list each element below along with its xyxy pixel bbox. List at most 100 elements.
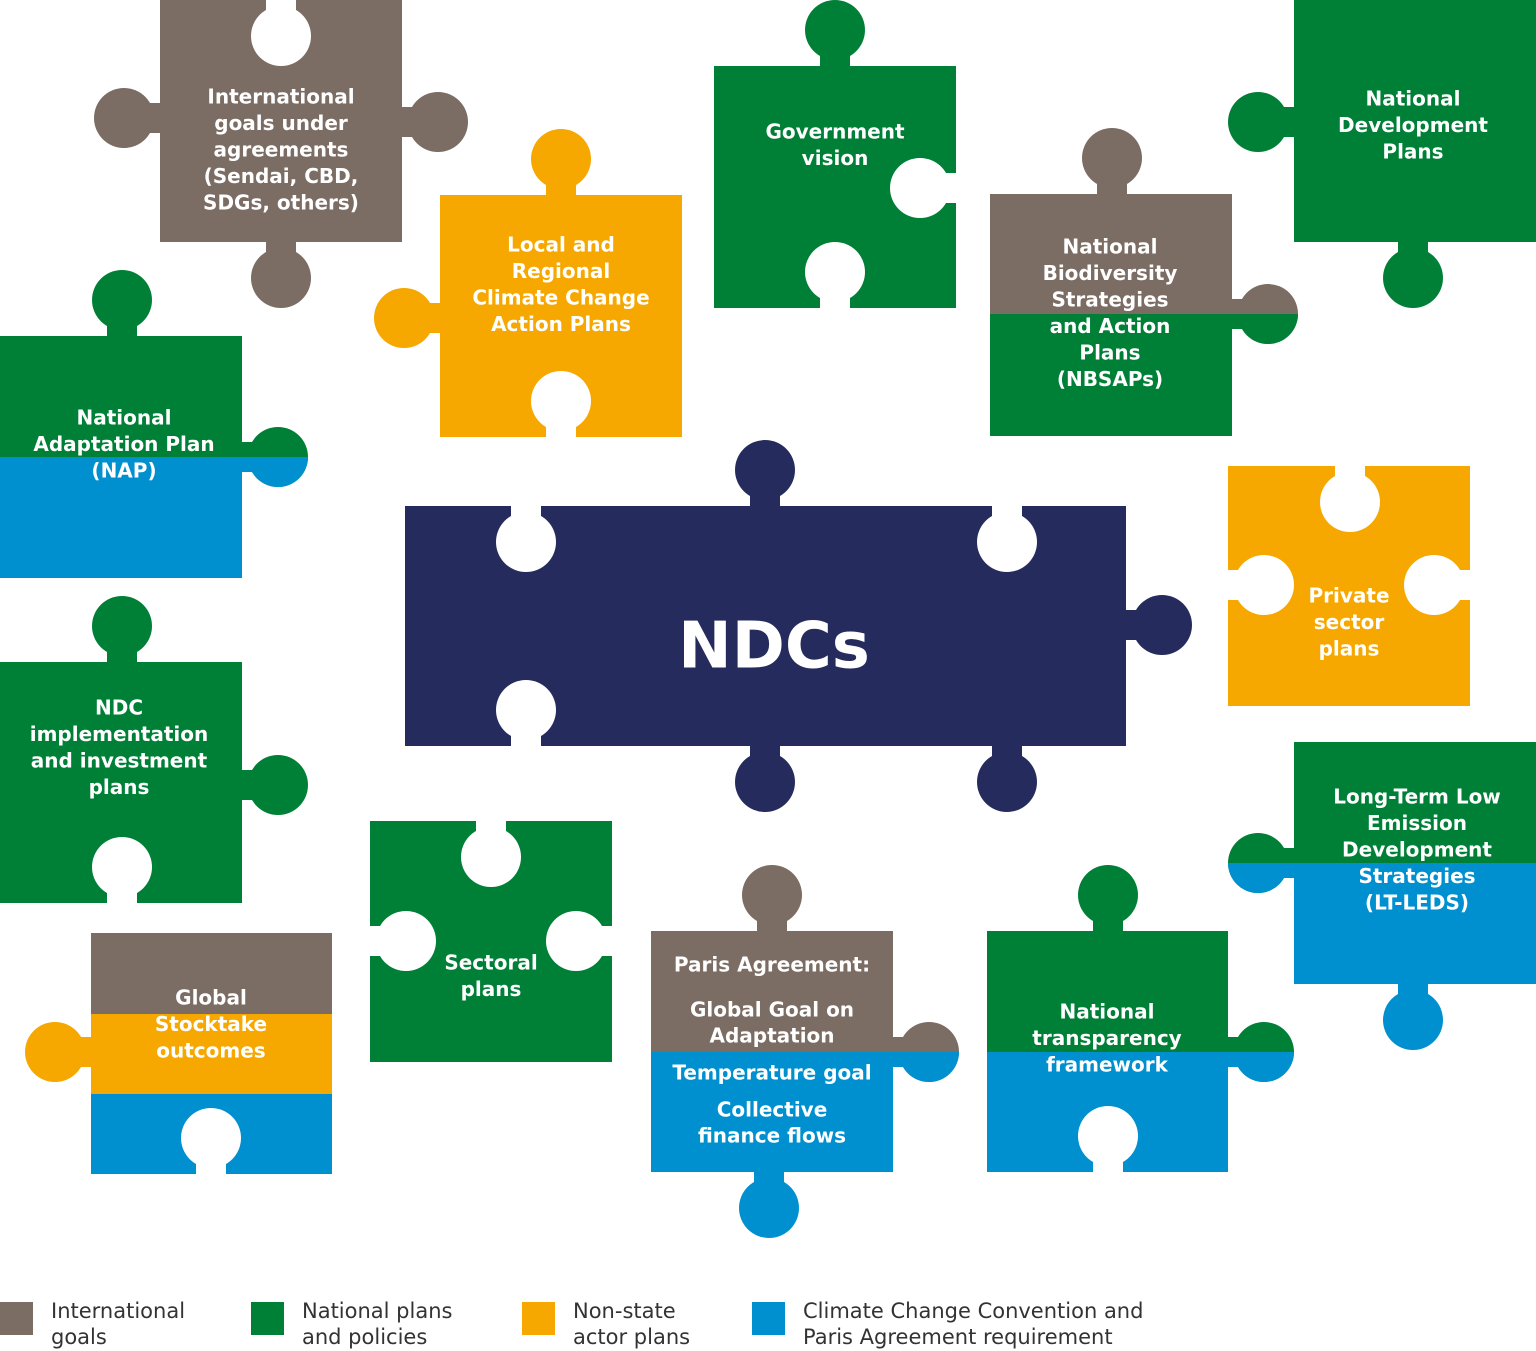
piece-label-ndp: Development: [1338, 113, 1488, 137]
legend-label: Paris Agreement requirement: [803, 1325, 1113, 1349]
puzzle-blank: [1404, 555, 1470, 615]
puzzle-blank: [461, 821, 521, 887]
piece-label-local: Regional: [512, 259, 610, 283]
puzzle-tab: [1228, 1022, 1294, 1082]
piece-label-intl: goals under: [214, 111, 348, 135]
puzzle-blank: [977, 506, 1037, 572]
legend-label: actor plans: [573, 1325, 691, 1349]
puzzle-tab: [25, 1022, 91, 1082]
piece-label-paris: finance flows: [698, 1124, 846, 1148]
legend-label: Climate Change Convention and: [803, 1299, 1144, 1323]
piece-label-intl: SDGs, others): [203, 191, 359, 215]
piece-label-nbsap: National: [1063, 235, 1158, 259]
piece-band: [1294, 0, 1536, 242]
puzzle-blank: [546, 911, 612, 971]
puzzle-blank: [496, 506, 556, 572]
legend-label: goals: [51, 1325, 107, 1349]
piece-band: [91, 933, 332, 1014]
piece-label-gst: outcomes: [156, 1039, 265, 1063]
piece-label-paris: Adaptation: [709, 1024, 834, 1048]
piece-label-sectoral: Sectoral: [444, 951, 537, 975]
piece-label-ltleds: Emission: [1367, 811, 1467, 835]
piece-label-impl: and investment: [31, 749, 208, 773]
legend-label: and policies: [302, 1325, 428, 1349]
puzzle-piece-ltleds: Long-Term LowEmissionDevelopmentStrategi…: [1228, 742, 1536, 1050]
legend-swatch: [752, 1302, 785, 1335]
puzzle-tab: [1383, 984, 1443, 1050]
legend-label: National plans: [302, 1299, 453, 1323]
piece-label-impl: implementation: [30, 722, 209, 746]
piece-label-transp: National: [1060, 1000, 1155, 1024]
piece-label-local: Climate Change: [472, 286, 649, 310]
piece-label-impl: NDC: [95, 696, 143, 720]
legend-label: International: [51, 1299, 186, 1323]
puzzle-blank: [890, 158, 956, 218]
piece-label-paris: Global Goal on: [690, 998, 854, 1022]
piece-label-transp: framework: [1046, 1053, 1169, 1077]
puzzle-tab: [1082, 128, 1142, 194]
puzzle-tab: [735, 440, 795, 506]
piece-band: [990, 314, 1232, 436]
piece-label-sectoral: plans: [461, 977, 522, 1001]
piece-label-nbsap: Strategies: [1051, 288, 1168, 312]
piece-band: [651, 1052, 893, 1172]
piece-band: [91, 1014, 332, 1094]
piece-label-local: Action Plans: [491, 312, 631, 336]
piece-label-ltleds: Development: [1342, 838, 1492, 862]
piece-label-ndp: National: [1366, 87, 1461, 111]
piece-label-gov: vision: [802, 146, 869, 170]
puzzle-piece-ndcs: NDCs: [405, 440, 1192, 812]
puzzle-tab: [242, 427, 308, 487]
puzzle-tab: [531, 129, 591, 195]
puzzle-tab: [94, 88, 160, 148]
puzzle-tab: [1078, 865, 1138, 931]
piece-label-nap: National: [77, 406, 172, 430]
puzzle-blank: [1228, 555, 1294, 615]
piece-band: [651, 931, 893, 1052]
puzzle-blank: [251, 0, 311, 66]
puzzle-tab: [1232, 284, 1298, 344]
puzzle-tab: [805, 0, 865, 66]
piece-label-intl: agreements: [214, 138, 349, 162]
puzzle-tab: [742, 865, 802, 931]
piece-label-paris: Paris Agreement:: [674, 953, 870, 977]
legend-label: Non-state: [573, 1299, 676, 1323]
piece-label-gov: Government: [765, 120, 905, 144]
piece-label-nap: Adaptation Plan: [33, 432, 214, 456]
puzzle-tab: [1383, 242, 1443, 308]
puzzle-blank: [805, 242, 865, 308]
puzzle-piece-paris: Paris Agreement: Global Goal onAdaptation…: [651, 865, 959, 1238]
piece-label-nbsap: (NBSAPs): [1057, 367, 1163, 391]
puzzle-tab: [92, 270, 152, 336]
piece-label-transp: transparency: [1032, 1026, 1181, 1050]
piece-band: [0, 336, 242, 457]
piece-label-nap: (NAP): [91, 459, 156, 483]
piece-label-nbsap: Biodiversity: [1043, 261, 1178, 285]
piece-label-nbsap: and Action: [1050, 314, 1171, 338]
puzzle-tab: [1228, 92, 1294, 152]
legend-swatch: [522, 1302, 555, 1335]
piece-label-private: sector: [1314, 610, 1385, 634]
piece-label-ltleds: Strategies: [1358, 864, 1475, 888]
piece-label-private: plans: [1319, 637, 1380, 661]
puzzle-tab: [735, 746, 795, 812]
piece-label-local: Local and: [507, 233, 615, 257]
puzzle-tab: [92, 596, 152, 662]
piece-band: [990, 194, 1232, 314]
piece-label-ndcs: NDCs: [678, 610, 870, 684]
